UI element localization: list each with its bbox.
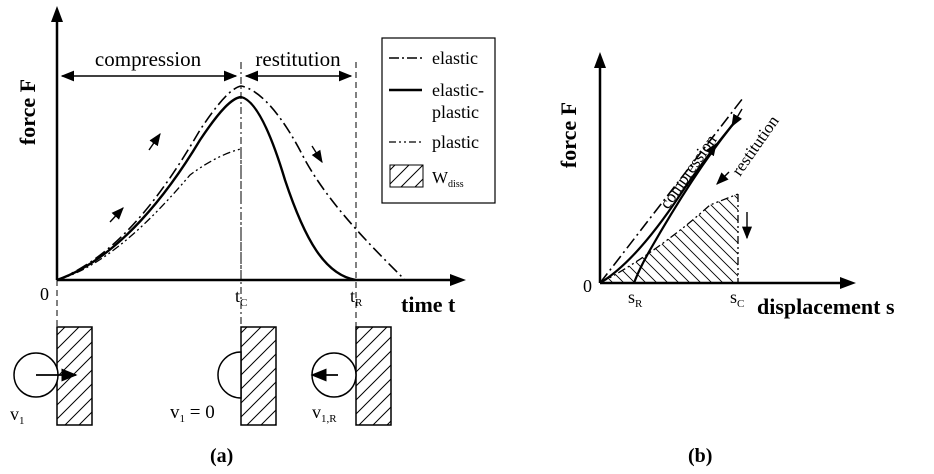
panel-b-curve-plastic xyxy=(599,193,739,284)
panel-a-caption: (a) xyxy=(210,445,233,467)
panel-a-legend-wdiss-swatch xyxy=(389,164,424,188)
panel-a-legend-plastic-label: plastic xyxy=(432,132,479,152)
panel-b-curve-elastic xyxy=(599,97,744,284)
panel-b-caption: (b) xyxy=(688,445,712,467)
panel-a-curve-elastic xyxy=(56,85,406,281)
panel-a-wall-3 xyxy=(355,326,392,426)
panel-a-compression-label: compression xyxy=(95,47,202,71)
panel-a-restitution-label: restitution xyxy=(255,47,341,71)
panel-b-restitution-label: restitution xyxy=(728,112,783,180)
panel-b-y-axis-label: force F xyxy=(556,102,581,168)
panel-b-x-axis-arrowhead xyxy=(840,277,856,289)
panel-a-rise-arrow-top xyxy=(148,132,161,151)
panel-a-x-axis-label: time t xyxy=(401,292,456,317)
panel-a-stage-max-compression: v1 = 0 xyxy=(170,326,277,426)
panel-b-x-axis-label: displacement s xyxy=(757,294,895,319)
panel-a-legend-ep-label-2: plastic xyxy=(432,102,479,122)
panel-a-y-axis-arrowhead xyxy=(51,6,63,22)
panel-a-origin-label: 0 xyxy=(40,284,49,304)
panel-b-unloading-arrow-mid xyxy=(716,171,730,185)
panel-a-tick-tr: tR xyxy=(350,286,363,309)
panel-b-unloading-arrow-top xyxy=(731,108,743,128)
panel-a-wall-1 xyxy=(56,326,93,426)
panel-b-dissipated-area xyxy=(600,194,738,283)
panel-b-y-axis-arrowhead xyxy=(594,52,606,68)
panel-a-tick-tc: tC xyxy=(235,286,247,309)
panel-a-fall-arrow xyxy=(311,145,323,164)
panel-b-loading-arrow xyxy=(700,142,717,167)
panel-b-tick-sc: sC xyxy=(730,287,744,310)
panel-a-legend-elastic-label: elastic xyxy=(432,48,478,68)
panel-a-y-axis-label: force F xyxy=(15,79,40,145)
panel-a-rise-arrow-low xyxy=(109,207,124,223)
panel-a-curve-plastic xyxy=(56,148,242,281)
panel-a-stage-rebound: v1,R xyxy=(310,326,392,426)
panel-a-legend-wdiss-label: Wdiss xyxy=(432,168,464,190)
panel-a-ball-2-label: v1 = 0 xyxy=(170,402,215,425)
panel-a-ball-1-label: v1 xyxy=(10,404,25,427)
panel-a-ball-2 xyxy=(217,351,242,399)
panel-a-legend-ep-label-1: elastic- xyxy=(432,80,484,100)
panel-a-legend: elastic elastic- plastic plastic Wdiss xyxy=(381,37,496,204)
panel-b: force F displacement s 0 sR sC compressi… xyxy=(556,52,895,467)
panel-b-tick-sr: sR xyxy=(628,287,643,310)
panel-b-origin-label: 0 xyxy=(583,276,592,296)
panel-a-curve-elastic-plastic xyxy=(56,95,357,282)
panel-a-x-axis-arrowhead xyxy=(450,274,466,286)
panel-a: force F time t 0 tC tR compression resti… xyxy=(10,6,496,467)
panel-b-compression-label: compression xyxy=(656,131,721,213)
panel-a-stage-approach: v1 xyxy=(10,326,93,427)
panel-a-wall-2 xyxy=(240,326,277,426)
panel-a-ball-3-label: v1,R xyxy=(312,402,337,425)
